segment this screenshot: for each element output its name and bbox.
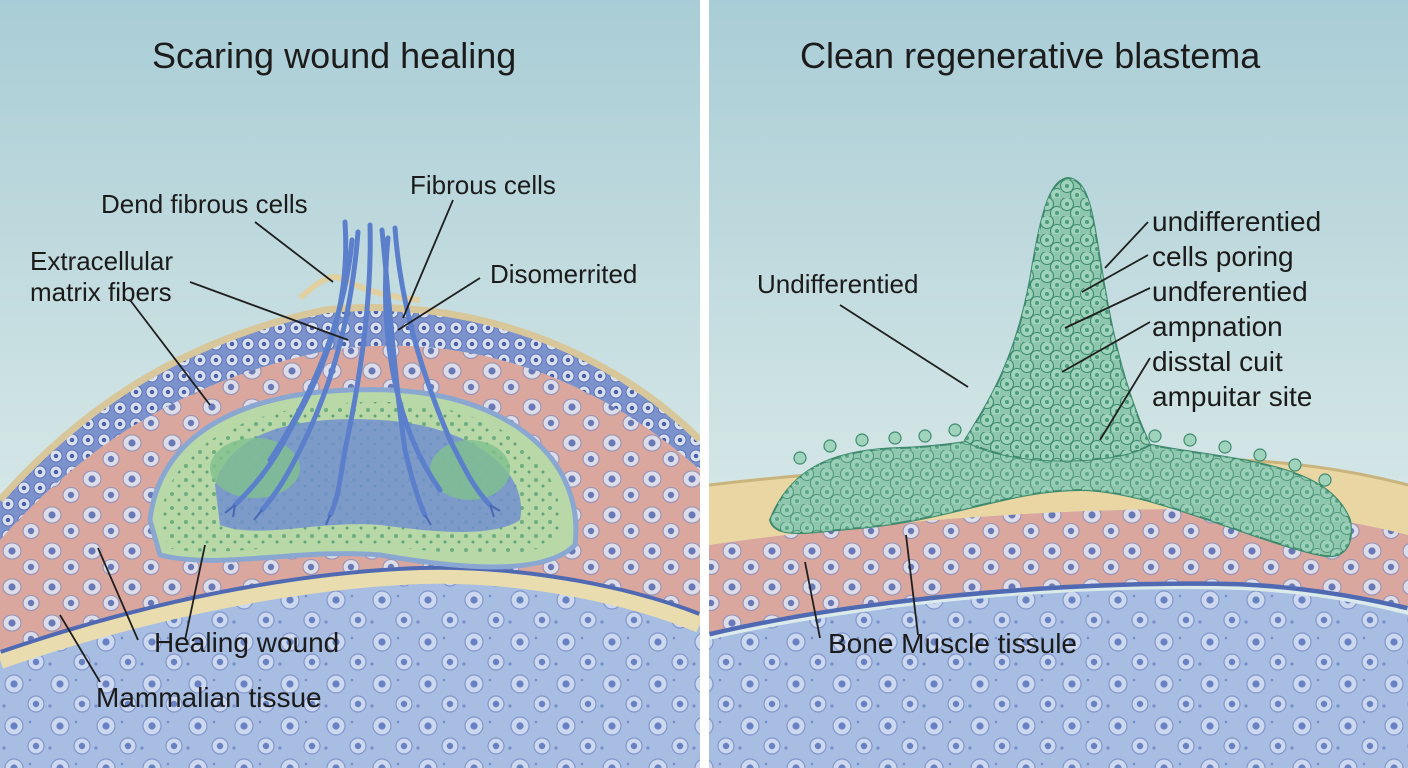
label-undifferentied: Undifferentied (757, 269, 919, 299)
leader-bone (804, 561, 821, 639)
right-panel-title: Clean regenerative blastema (800, 35, 1261, 76)
stack-label-6: ampuitar site (1152, 381, 1313, 412)
blastema-label-stack: undifferentied cells poring undferentied… (1152, 204, 1321, 414)
leader-healing-2 (97, 547, 139, 641)
stack-label-4: ampnation (1152, 311, 1283, 342)
leader-mammalian (59, 614, 101, 683)
leader-stack-5 (1099, 357, 1151, 441)
leader-disomerrited (397, 277, 481, 331)
leader-stack-4 (1061, 321, 1151, 373)
stack-label-5: disstal cuit (1152, 346, 1283, 377)
right-panel-illustration (709, 0, 1408, 768)
leader-undiff (839, 304, 969, 388)
stack-label-2: cells poring (1152, 241, 1294, 272)
stack-label-3: undferentied (1152, 276, 1308, 307)
label-fibrous-cells: Fibrous cells (410, 170, 556, 200)
leader-extracellular-2 (129, 299, 211, 406)
label-mammalian-tissue: Mammalian tissue (96, 682, 322, 713)
left-panel-illustration (0, 0, 700, 768)
label-extracellular-matrix-fibers: Extracellular matrix fibers (30, 246, 174, 307)
leader-stack-1 (1104, 221, 1149, 269)
label-healing-wound: Healing wound (154, 627, 340, 658)
leader-stack-2 (1081, 254, 1149, 293)
leader-stack-3 (1064, 287, 1151, 329)
left-panel-title: Scaring wound healing (152, 35, 517, 76)
label-disomerrited: Disomerrited (490, 259, 638, 289)
leader-dend-fibrous (254, 221, 334, 283)
leader-healing (184, 544, 206, 641)
label-bone-muscle-tissule: Bone Muscle tissule (828, 628, 1078, 659)
leader-muscle (905, 534, 919, 636)
panel-divider (700, 0, 709, 768)
stack-label-1: undifferentied (1152, 206, 1322, 237)
leader-extracellular (189, 281, 349, 341)
leader-fibrous (402, 199, 454, 319)
label-dend-fibrous-cells: Dend fibrous cells (101, 189, 308, 219)
